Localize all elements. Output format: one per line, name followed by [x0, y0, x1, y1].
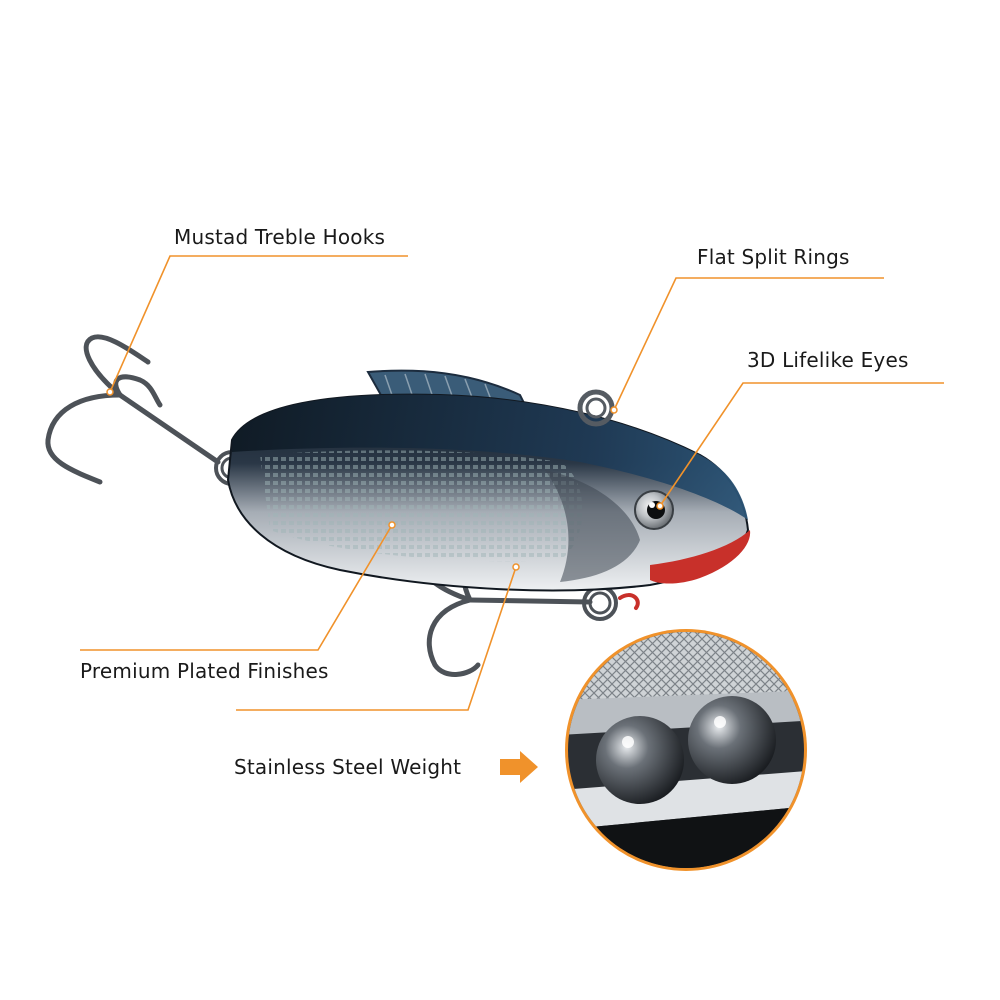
callout-dots [106, 388, 664, 571]
callout-weight: Stainless Steel Weight [234, 755, 462, 779]
callout-eyes: 3D Lifelike Eyes [747, 348, 909, 372]
callout-treble-hooks: Mustad Treble Hooks [174, 225, 386, 249]
arrow-right-icon [500, 751, 538, 783]
callout-finishes: Premium Plated Finishes [80, 659, 329, 683]
gill-plate [545, 470, 640, 582]
callout-lines [80, 255, 944, 711]
callout-split-rings: Flat Split Rings [697, 245, 850, 269]
rear-treble-hook [45, 334, 250, 486]
lure-back [232, 394, 748, 520]
weight-detail-zoom [565, 629, 807, 871]
lure-eye [634, 490, 674, 530]
lure-lip [650, 530, 751, 584]
